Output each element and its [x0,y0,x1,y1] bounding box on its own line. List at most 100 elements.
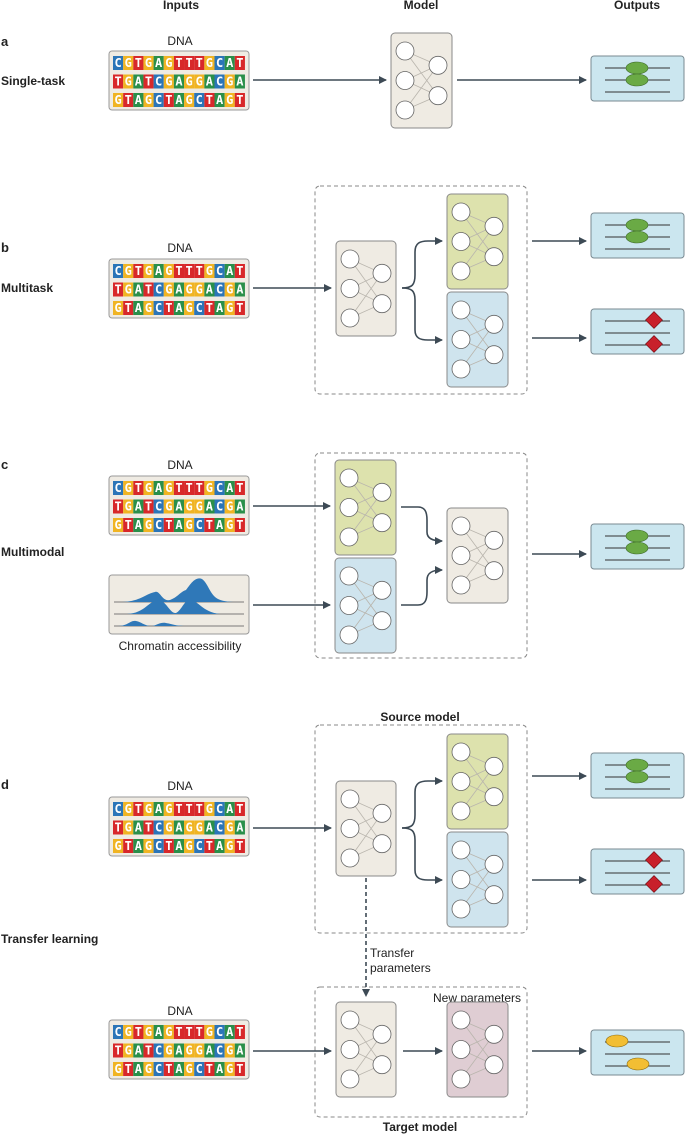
svg-text:G: G [226,839,233,853]
header-model: Model [404,0,439,12]
panel-letter-a: a [1,34,9,49]
svg-text:G: G [186,93,193,107]
svg-text:A: A [206,75,214,89]
svg-text:G: G [145,264,152,278]
svg-text:G: G [114,301,121,315]
model-chromatin-branch-c [334,557,397,654]
svg-text:T: T [125,518,132,532]
svg-text:T: T [196,481,203,495]
svg-text:C: C [155,1044,162,1058]
source-model-title: Source model [380,710,459,724]
svg-text:A: A [175,839,183,853]
header-inputs: Inputs [163,0,199,12]
panel-letter-c: c [1,457,8,472]
svg-text:T: T [114,500,121,514]
panel-letter-b: b [1,240,9,255]
svg-text:T: T [145,75,152,89]
output-d-2 [590,848,685,895]
svg-text:G: G [186,301,193,315]
brace-b [401,274,416,289]
svg-text:G: G [165,802,172,816]
output-c [590,523,685,570]
row-label-multitask: Multitask [1,281,53,295]
svg-text:T: T [236,1025,243,1039]
model-single-task [390,32,453,129]
svg-text:A: A [216,518,224,532]
multimodal-model-group [314,452,528,659]
svg-text:A: A [216,839,224,853]
svg-text:C: C [216,56,223,70]
multitask-model-group [314,185,528,395]
svg-text:T: T [125,1062,132,1076]
svg-text:A: A [155,264,163,278]
arrow-b-upper [414,237,443,275]
svg-text:C: C [155,518,162,532]
svg-text:A: A [236,75,244,89]
arrow-b-lower [414,300,443,344]
model-head-blue-d [446,831,509,928]
svg-text:T: T [114,75,121,89]
svg-text:A: A [155,802,163,816]
svg-text:C: C [196,301,203,315]
svg-text:T: T [196,802,203,816]
svg-text:A: A [135,1044,143,1058]
svg-text:C: C [196,1062,203,1076]
svg-text:C: C [216,802,223,816]
input-label-dna-a: DNA [167,34,192,48]
svg-text:G: G [165,481,172,495]
svg-text:T: T [236,481,243,495]
svg-text:T: T [186,264,193,278]
model-head-green-d [446,733,509,830]
svg-text:A: A [236,283,244,297]
svg-text:T: T [165,1062,172,1076]
svg-text:A: A [175,518,183,532]
svg-text:C: C [155,821,162,835]
svg-text:T: T [196,264,203,278]
svg-text:T: T [135,56,142,70]
row-label-multimodal: Multimodal [1,545,64,559]
svg-text:G: G [226,1062,233,1076]
svg-text:G: G [186,821,193,835]
svg-text:A: A [226,56,234,70]
svg-text:G: G [114,1062,121,1076]
svg-text:C: C [155,301,162,315]
svg-text:G: G [165,1025,172,1039]
svg-text:G: G [125,802,132,816]
svg-text:G: G [145,301,152,315]
svg-text:T: T [236,264,243,278]
svg-text:C: C [155,283,162,297]
arrow-c-merge-top [401,506,443,545]
svg-text:G: G [165,500,172,514]
svg-text:C: C [216,1044,223,1058]
svg-text:G: G [186,1044,193,1058]
svg-text:G: G [165,56,172,70]
model-shared-b [335,240,397,337]
arrow-d-lower [414,840,443,884]
target-model-title: Target model [383,1120,457,1134]
svg-text:T: T [206,1062,213,1076]
svg-text:A: A [175,1062,183,1076]
svg-text:T: T [236,93,243,107]
row-label-single-task: Single-task [1,74,65,88]
model-head-green-b [446,193,509,290]
header-outputs: Outputs [614,0,660,12]
transfer-label-line2: parameters [370,961,431,975]
svg-text:T: T [135,264,142,278]
model-shared-d-source [335,780,397,877]
svg-text:T: T [114,1044,121,1058]
svg-text:A: A [175,93,183,107]
svg-text:A: A [226,1025,234,1039]
svg-text:G: G [165,283,172,297]
svg-text:A: A [135,518,143,532]
svg-text:G: G [165,264,172,278]
brace-d-lower [401,827,416,841]
svg-text:G: G [125,1025,132,1039]
input-label-chromatin: Chromatin accessibility [119,639,242,653]
svg-text:A: A [226,802,234,816]
svg-text:A: A [135,821,143,835]
